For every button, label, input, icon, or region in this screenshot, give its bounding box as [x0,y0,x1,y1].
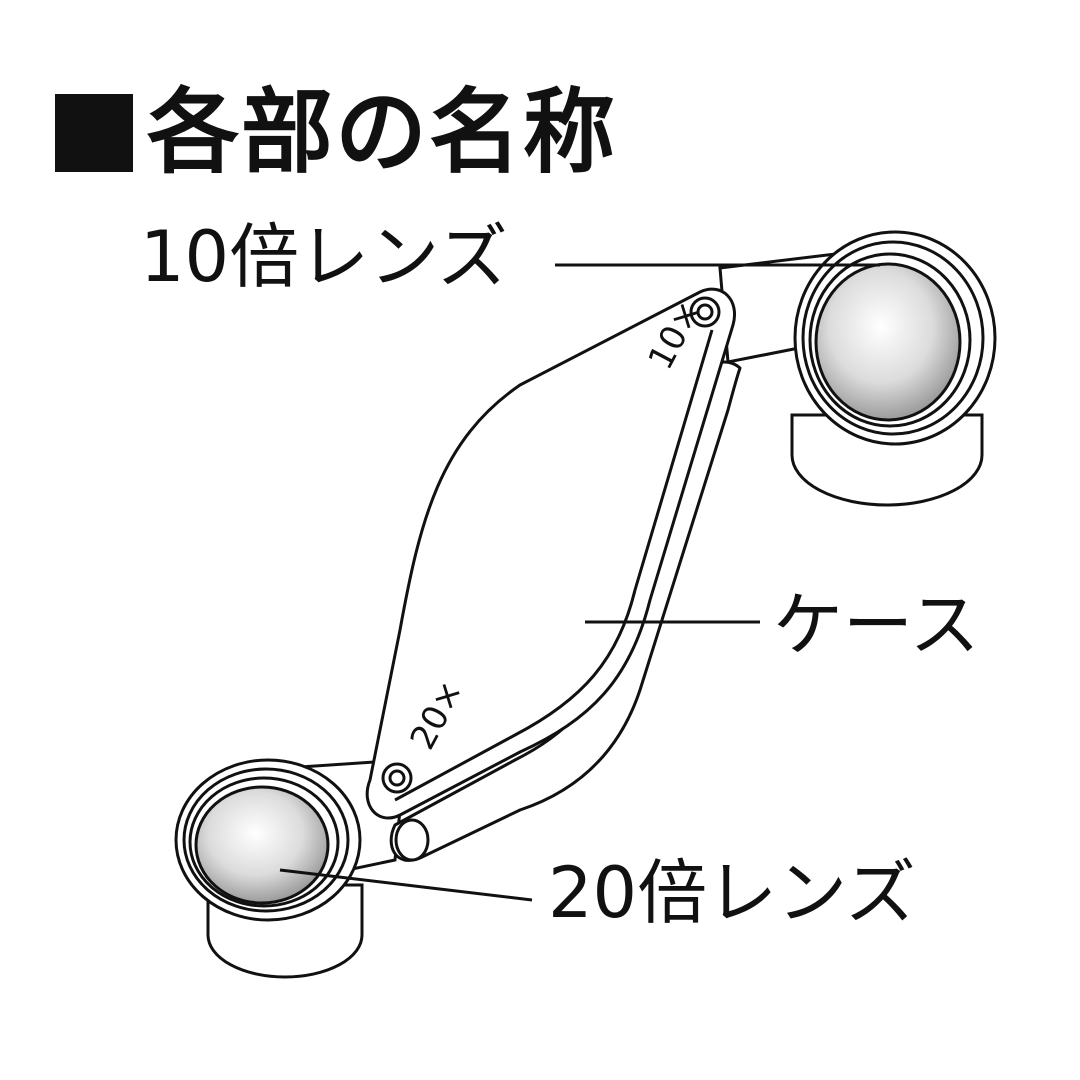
heading-title: 各部の名称 [147,79,618,186]
lens-10x-glass [814,262,962,422]
case-body [365,287,742,862]
section-heading: 各部の名称 [55,78,617,188]
heading-square-marker [55,94,133,172]
lens-20x-glass [194,785,330,905]
label-case: ケース [773,584,980,666]
label-10x-lens: 10倍レンズ [140,216,508,298]
leader-line-20x [279,868,533,902]
label-20x-lens: 20倍レンズ [548,852,916,934]
